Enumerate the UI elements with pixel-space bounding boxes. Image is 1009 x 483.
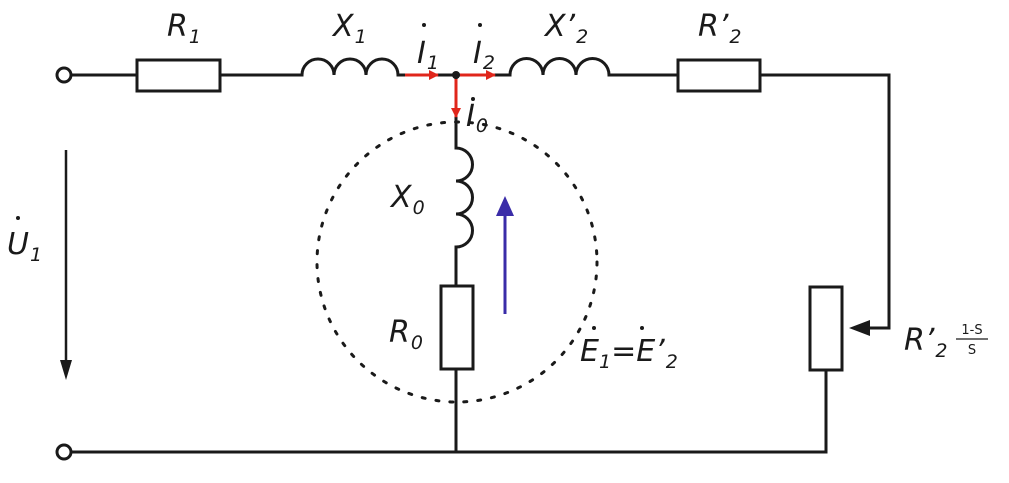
- inductor-x2p: [508, 57, 611, 76]
- input-terminal-bottom: [55, 443, 73, 461]
- label-rload-denominator: S: [968, 343, 976, 358]
- label-r2p: R’2: [698, 9, 741, 48]
- wiper-arrow-icon: [849, 320, 870, 336]
- resistor-r2p: [676, 58, 762, 93]
- emf-arrow-icon: [496, 196, 514, 216]
- voltage-arrow-icon: [60, 360, 72, 380]
- magnetic-region-circle: [315, 120, 599, 404]
- inductor-x0: [455, 146, 474, 249]
- label-x0: X0: [389, 180, 425, 219]
- phasor-dot-e2: [640, 326, 644, 330]
- inductor-x1: [300, 57, 400, 76]
- input-terminal-top: [55, 66, 73, 84]
- label-i2: I2: [473, 36, 495, 74]
- phasor-dot-e1: [592, 326, 596, 330]
- label-x1: X1: [331, 9, 367, 48]
- label-i1: I1: [417, 36, 439, 74]
- label-rload: R’2: [904, 323, 947, 362]
- label-u1: U1: [7, 227, 42, 266]
- resistor-r0: [439, 284, 475, 371]
- wire-right: [758, 73, 891, 330]
- label-r1: R1: [167, 9, 201, 48]
- phasor-dot-i1: [422, 23, 426, 27]
- resistor-r1: [135, 58, 222, 93]
- phasor-dot-i0: [471, 97, 475, 101]
- resistor-load: [808, 285, 844, 372]
- phasor-dot-i2: [478, 23, 482, 27]
- label-r0: R0: [389, 315, 423, 354]
- label-emf: E1=E’2: [580, 334, 678, 373]
- phasor-dot-u1: [16, 216, 20, 220]
- label-i0: I0: [466, 99, 488, 137]
- label-rload-numerator: 1-S: [961, 323, 982, 338]
- label-x2p: X’2: [543, 9, 588, 48]
